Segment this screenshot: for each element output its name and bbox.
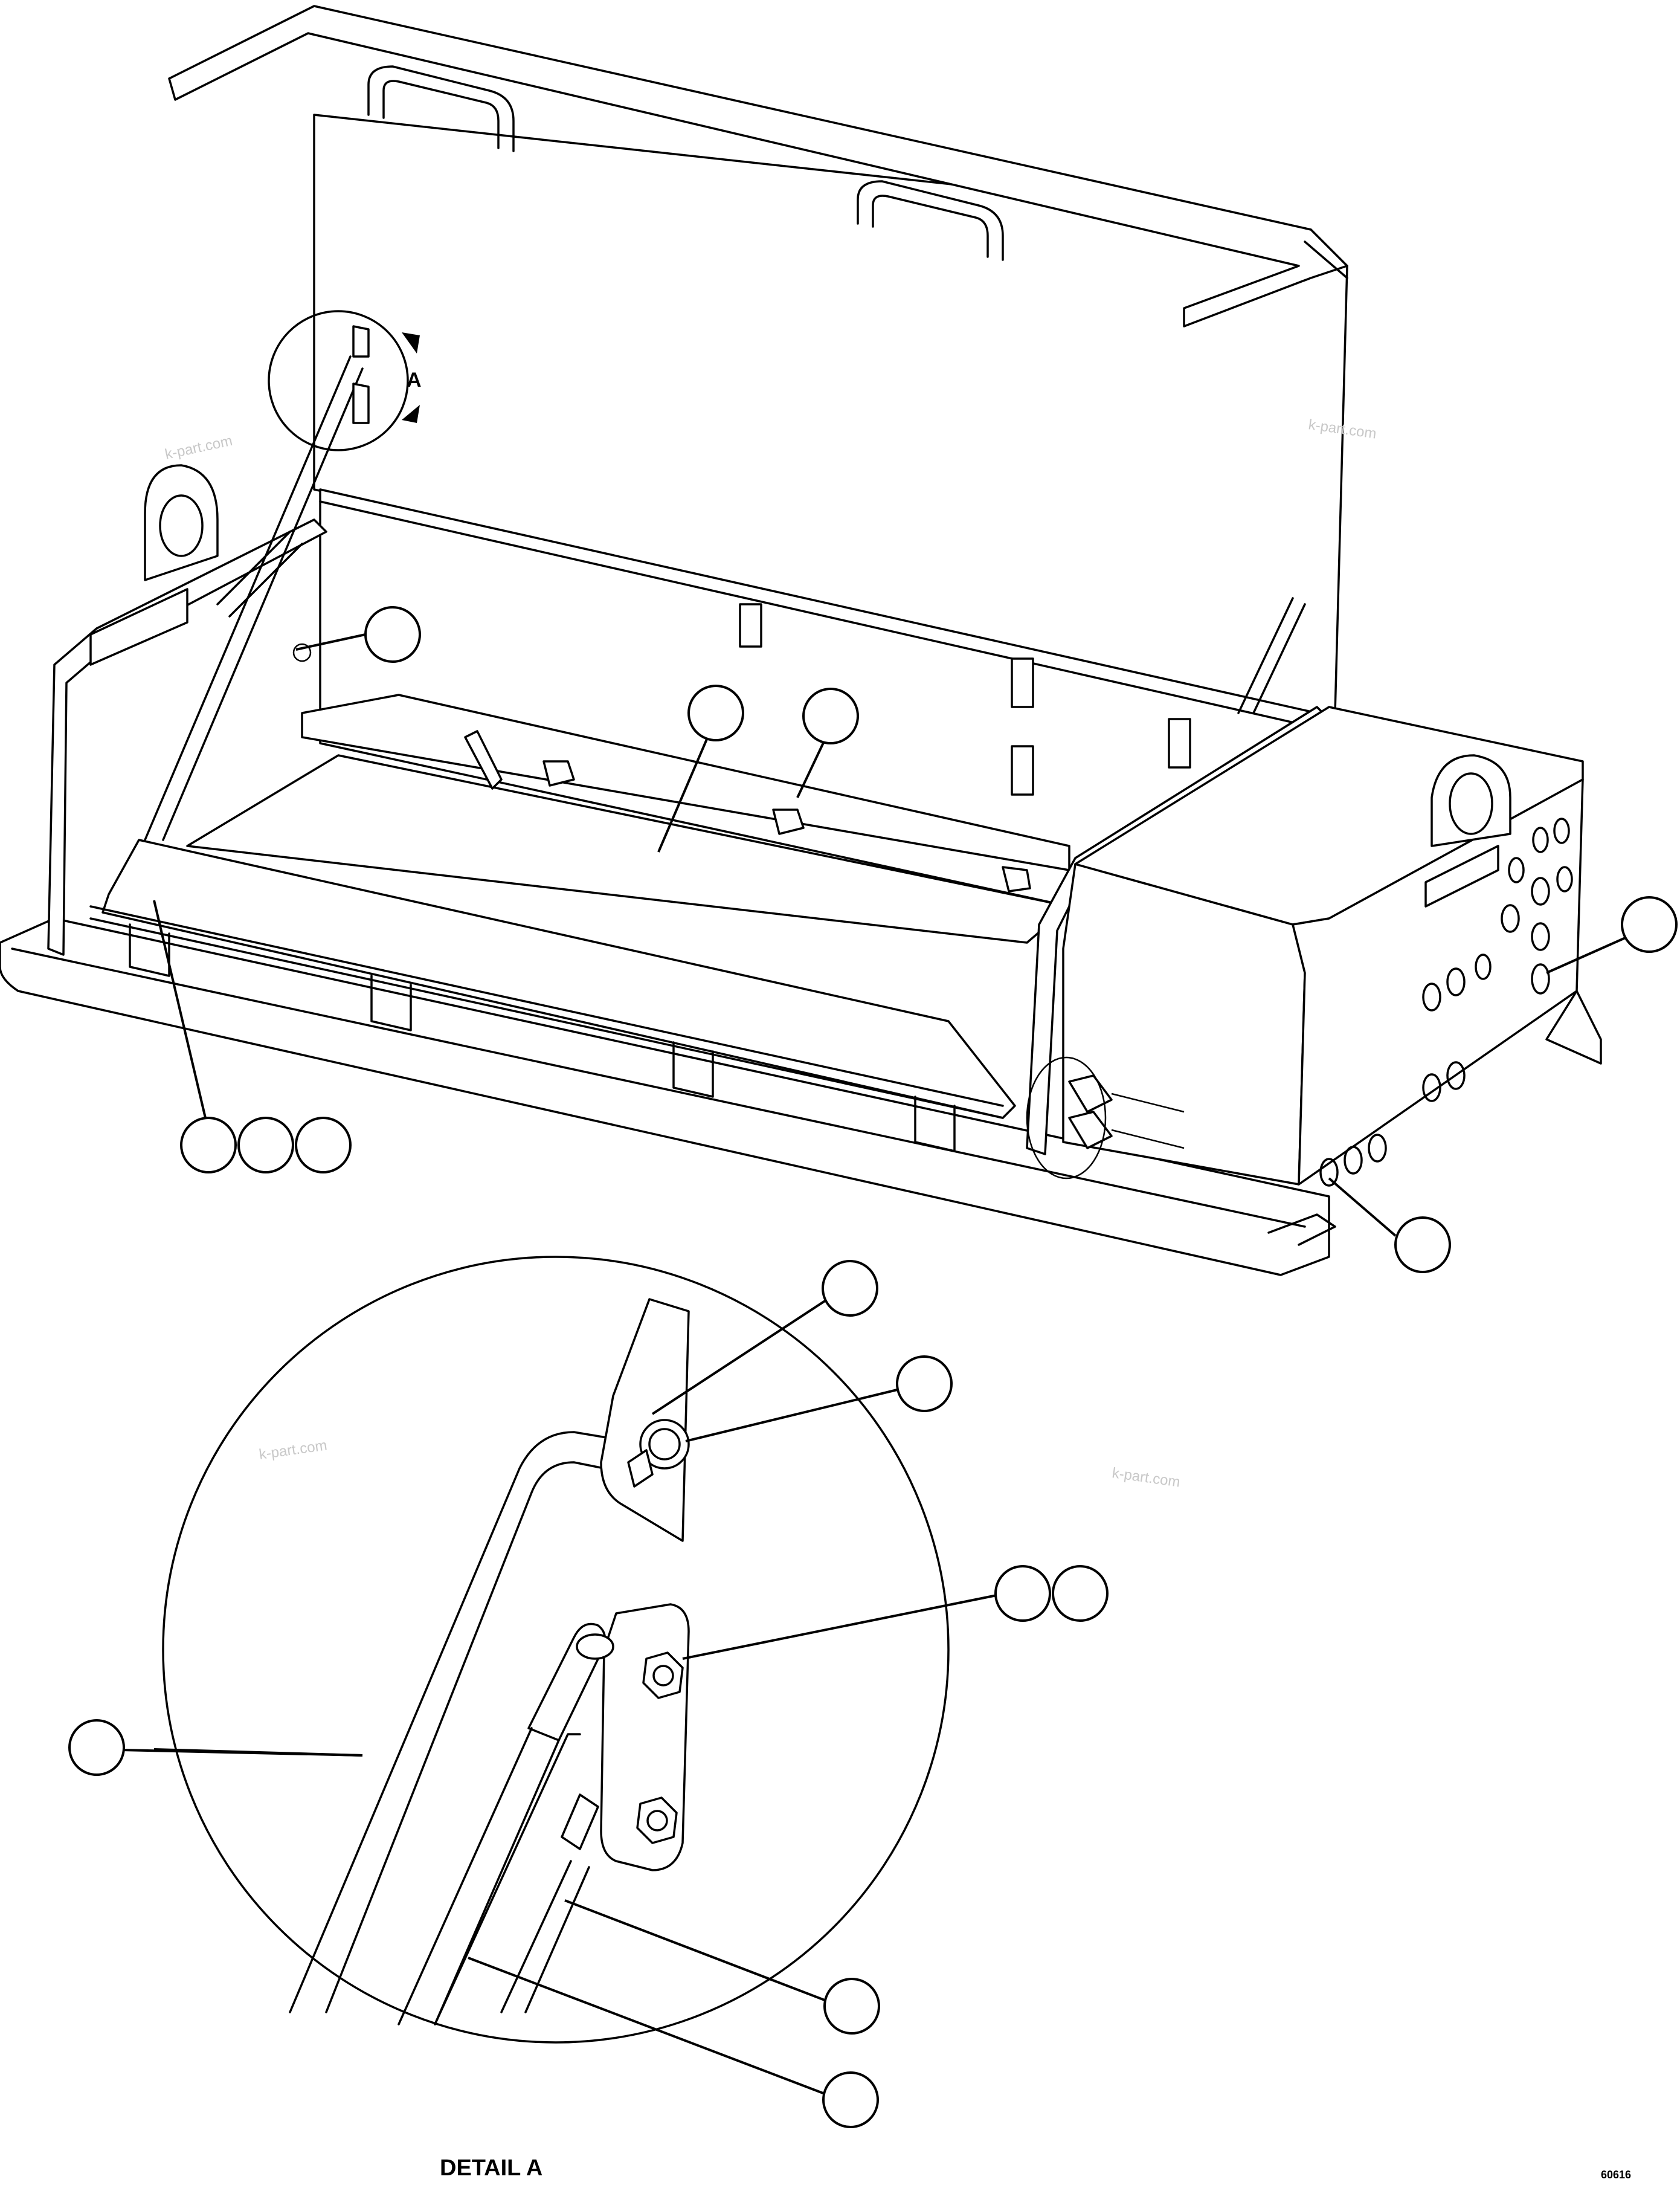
tray-front-panel [101, 839, 1016, 1119]
gas-strut-right [1237, 597, 1294, 714]
detail-upper-pin [639, 1419, 690, 1470]
detail-gas-strut-body [397, 1727, 533, 2025]
callout-bubble [823, 1978, 880, 2035]
detail-a-indicator-circle [268, 310, 409, 451]
detail-nut-lower [636, 1796, 678, 1844]
detail-a-circle [162, 1256, 950, 2044]
callout-bubble [896, 1355, 953, 1412]
callout-bubble [1394, 1216, 1451, 1273]
lid-handle-left [367, 65, 515, 152]
callout-bubble [1052, 1565, 1109, 1622]
base-pan [0, 917, 1330, 1276]
main-callouts [153, 606, 1678, 1273]
detail-upper-bracket [600, 1298, 690, 1542]
detail-lid-rod [289, 1431, 611, 2013]
lifting-eye-left [144, 464, 219, 581]
detail-ref-letter: A [407, 369, 422, 392]
callout-bubble [180, 1117, 237, 1173]
main-assembly: A [0, 5, 1602, 1276]
callout-bubble [295, 1117, 352, 1173]
watermark-1: k-part.com [164, 433, 234, 463]
control-box-side-holes [1319, 818, 1573, 1187]
panel-clips [464, 730, 1031, 892]
callout-bubble [802, 688, 859, 744]
detail-title: DETAIL A [440, 2155, 542, 2181]
tray-rear-panel [301, 694, 1070, 871]
callout-bubble [687, 685, 744, 741]
callout-bubble [68, 1719, 125, 1776]
callout-bubble [364, 606, 421, 663]
callout-bubble [237, 1117, 294, 1173]
watermark-4: k-part.com [1111, 1465, 1181, 1491]
cable-connectors [1026, 1056, 1185, 1180]
tray-bracket-1 [129, 923, 170, 977]
callout-bubble [1621, 896, 1678, 953]
callout-bubble [822, 2071, 879, 2128]
watermark-3: k-part.com [258, 1437, 328, 1463]
lid-top-rim [168, 5, 1348, 328]
callout-bubble [822, 1260, 878, 1317]
lifting-eye-right [1431, 754, 1511, 847]
detail-a [68, 1256, 1109, 2128]
back-wall-tabs [739, 603, 1191, 796]
drawing-number: 60616 [1601, 2169, 1631, 2181]
callout-bubble [994, 1565, 1051, 1622]
lid-handle-right [857, 180, 1004, 261]
detail-nut-upper [642, 1651, 684, 1699]
